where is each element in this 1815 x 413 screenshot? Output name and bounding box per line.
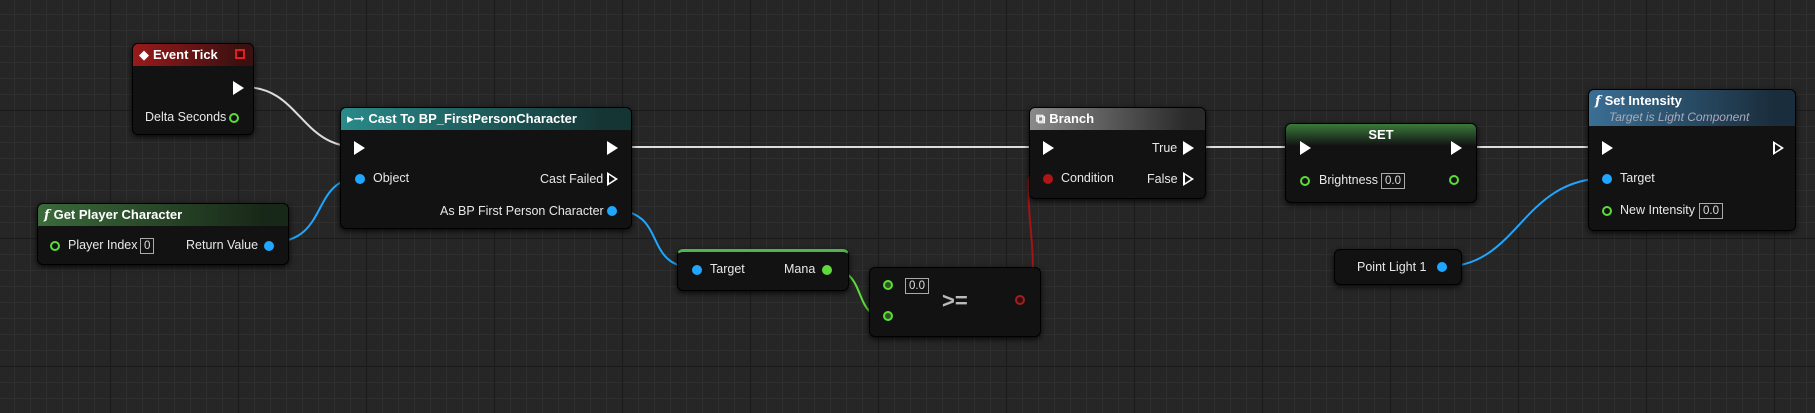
intensity-target-pin[interactable] [1602,174,1612,184]
player-index-label: Player Index [68,238,138,252]
get-player-character-title: Get Player Character [53,207,183,222]
cast-failed-label: Cast Failed [540,172,604,186]
cast-to-title: Cast To BP_FirstPersonCharacter [368,111,577,126]
false-pin[interactable] [1183,172,1194,186]
brightness-in-pin[interactable] [1300,176,1310,186]
return-value-label: Return Value [186,238,259,252]
compare-operator: >= [942,288,968,313]
exec-out-pin[interactable] [233,81,244,95]
point-light-label: Point Light 1 [1357,260,1427,274]
cast-icon: ▸→ [347,112,365,127]
branch-title: Branch [1049,111,1095,126]
mana-target-pin[interactable] [692,265,702,275]
as-bp-label: As BP First Person Character [440,204,604,218]
set-exec-out-pin[interactable] [1451,141,1462,155]
function-icon: f [44,208,50,223]
new-intensity-pin[interactable] [1602,206,1612,216]
compare-result-pin[interactable] [1015,295,1025,305]
compare-value[interactable]: 0.0 [905,278,929,294]
condition-pin[interactable] [1043,174,1053,184]
cast-exec-out-pin[interactable] [607,141,618,155]
event-tick-node[interactable]: ◆ Event Tick Delta Seconds [132,43,254,135]
new-intensity-value[interactable]: 0.0 [1699,203,1723,219]
delta-seconds-pin[interactable] [229,113,239,123]
delta-seconds-label: Delta Seconds [145,110,227,124]
event-tick-title: Event Tick [153,47,218,62]
mana-getter-node[interactable]: Target Mana [677,249,849,291]
branch-node[interactable]: ⧉Branch True Condition False [1029,107,1206,199]
intensity-exec-in-pin[interactable] [1602,141,1613,155]
cast-failed-pin[interactable] [607,172,618,186]
set-exec-in-pin[interactable] [1300,141,1311,155]
stop-icon [235,49,245,59]
set-title: SET [1368,127,1394,142]
set-intensity-subtitle: Target is Light Component [1609,110,1750,124]
cast-exec-in-pin[interactable] [354,141,365,155]
branch-header[interactable]: ⧉Branch [1030,108,1205,130]
mana-label: Mana [784,262,816,276]
mana-target-label: Target [710,262,745,276]
true-label: True [1152,141,1178,155]
false-label: False [1147,172,1178,186]
compare-a-pin[interactable] [883,280,893,290]
point-light-node[interactable]: Point Light 1 [1334,249,1462,285]
player-index-value[interactable]: 0 [140,238,155,254]
set-node[interactable]: SET Brightness 0.0 [1285,123,1477,203]
set-intensity-title: Set Intensity [1604,93,1682,108]
true-pin[interactable] [1183,141,1194,155]
object-label: Object [373,171,410,185]
branch-exec-in-pin[interactable] [1043,141,1054,155]
condition-label: Condition [1061,171,1114,185]
branch-icon: ⧉ [1036,112,1046,127]
point-light-pin[interactable] [1437,262,1447,272]
brightness-out-pin[interactable] [1449,175,1459,185]
event-icon: ◆ [139,48,149,63]
cast-to-node[interactable]: ▸→Cast To BP_FirstPersonCharacter Object… [340,107,632,229]
event-tick-header[interactable]: ◆ Event Tick [133,44,253,66]
intensity-target-label: Target [1620,171,1655,185]
return-value-pin[interactable] [264,241,274,251]
cast-to-header[interactable]: ▸→Cast To BP_FirstPersonCharacter [341,108,631,130]
set-header[interactable]: SET [1286,124,1476,146]
player-index-pin[interactable] [50,241,60,251]
object-pin[interactable] [355,174,365,184]
mana-output-pin[interactable] [822,265,832,275]
function-icon: f [1595,94,1601,109]
intensity-exec-out-pin[interactable] [1773,141,1784,155]
brightness-label: Brightness [1319,173,1379,187]
new-intensity-label: New Intensity [1620,203,1696,217]
brightness-value[interactable]: 0.0 [1381,173,1405,189]
compare-node[interactable]: 0.0 >= [869,267,1041,337]
compare-b-pin[interactable] [883,311,893,321]
as-bp-pin[interactable] [607,206,617,216]
